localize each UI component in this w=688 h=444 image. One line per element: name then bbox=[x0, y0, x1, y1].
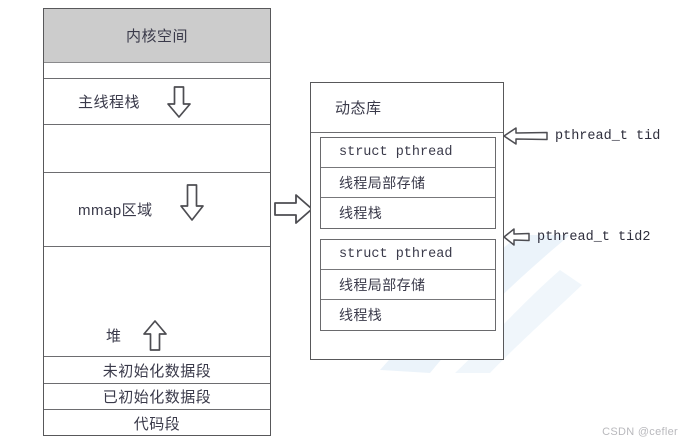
thread-row-thread-stack: 线程栈 bbox=[321, 300, 495, 330]
thread-block-1: struct pthread 线程局部存储 线程栈 bbox=[320, 137, 496, 229]
memory-row-text-segment: 代码段 bbox=[44, 410, 270, 437]
memory-row-label: mmap区域 bbox=[78, 202, 153, 219]
mmap-to-dylib-arrow-icon bbox=[274, 194, 313, 224]
callout-arrow-left-icon bbox=[503, 228, 530, 246]
thread-row-label: struct pthread bbox=[339, 145, 453, 160]
thread-row-tls: 线程局部存储 bbox=[321, 168, 495, 198]
memory-row-mmap-region: mmap区域 bbox=[44, 173, 270, 247]
memory-row-gap-2 bbox=[44, 125, 270, 173]
callout-label: pthread_t tid bbox=[555, 128, 661, 144]
callout-pthread-tid2: pthread_t tid2 bbox=[503, 225, 650, 249]
dylib-header-label: 动态库 bbox=[335, 100, 382, 117]
thread-row-label: 线程局部存储 bbox=[339, 174, 426, 191]
memory-row-bss-segment: 未初始化数据段 bbox=[44, 357, 270, 384]
csdn-watermark: CSDN @cefler bbox=[602, 426, 678, 438]
thread-row-struct-pthread: struct pthread bbox=[321, 240, 495, 270]
memory-row-gap-1 bbox=[44, 63, 270, 79]
dynamic-library-panel: 动态库 struct pthread 线程局部存储 线程栈 struct pth… bbox=[310, 82, 504, 360]
memory-row-label: 已初始化数据段 bbox=[102, 389, 212, 406]
memory-row-label: 堆 bbox=[106, 328, 122, 345]
dylib-header: 动态库 bbox=[311, 83, 503, 133]
memory-row-label: 内核空间 bbox=[125, 28, 188, 45]
stack-grow-down-icon bbox=[167, 85, 191, 118]
thread-row-thread-stack: 线程栈 bbox=[321, 198, 495, 228]
memory-row-label: 未初始化数据段 bbox=[102, 362, 212, 380]
thread-row-label: struct pthread bbox=[339, 247, 453, 262]
thread-row-label: 线程栈 bbox=[339, 307, 383, 323]
mmap-grow-down-icon bbox=[179, 183, 204, 221]
process-address-space-column: 内核空间 主线程栈 mmap区域 bbox=[43, 8, 271, 436]
thread-row-label: 线程栈 bbox=[339, 205, 383, 221]
thread-row-label: 线程局部存储 bbox=[339, 276, 426, 293]
memory-row-label: 主线程栈 bbox=[78, 94, 141, 111]
callout-pthread-tid: pthread_t tid bbox=[503, 124, 660, 148]
callout-label: pthread_t tid2 bbox=[537, 229, 651, 245]
memory-row-main-thread-stack: 主线程栈 bbox=[44, 79, 270, 125]
memory-row-data-segment: 已初始化数据段 bbox=[44, 384, 270, 410]
thread-block-2: struct pthread 线程局部存储 线程栈 bbox=[320, 239, 496, 331]
memory-row-heap: 堆 bbox=[44, 247, 270, 357]
thread-row-tls: 线程局部存储 bbox=[321, 270, 495, 300]
thread-row-struct-pthread: struct pthread bbox=[321, 138, 495, 168]
memory-row-label: 代码段 bbox=[133, 416, 181, 433]
heap-grow-up-icon bbox=[142, 320, 167, 351]
callout-arrow-left-icon bbox=[503, 127, 548, 145]
memory-row-kernel-space: 内核空间 bbox=[44, 9, 270, 63]
